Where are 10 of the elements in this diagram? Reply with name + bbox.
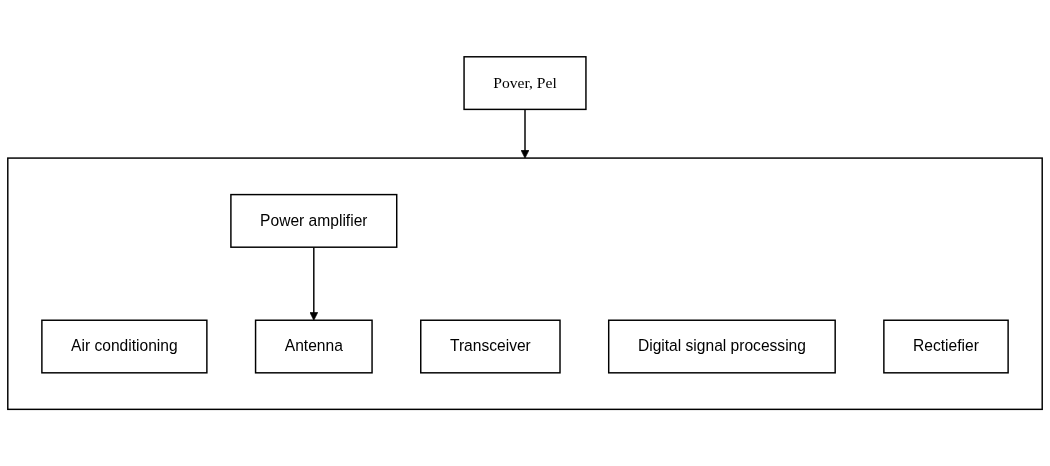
node-box: Antenna — [254, 319, 373, 374]
node-box: Transceiver — [420, 319, 561, 374]
arrow — [309, 246, 319, 321]
node-box: Rectiefier — [883, 319, 1009, 374]
node-box: Air conditioning — [41, 319, 208, 374]
arrow — [520, 108, 530, 159]
node-box: Digital signal processing — [607, 319, 836, 374]
cluster — [7, 157, 1043, 410]
node-box: Power amplifier — [230, 193, 398, 248]
node-box: Pover, Pel — [463, 56, 587, 111]
